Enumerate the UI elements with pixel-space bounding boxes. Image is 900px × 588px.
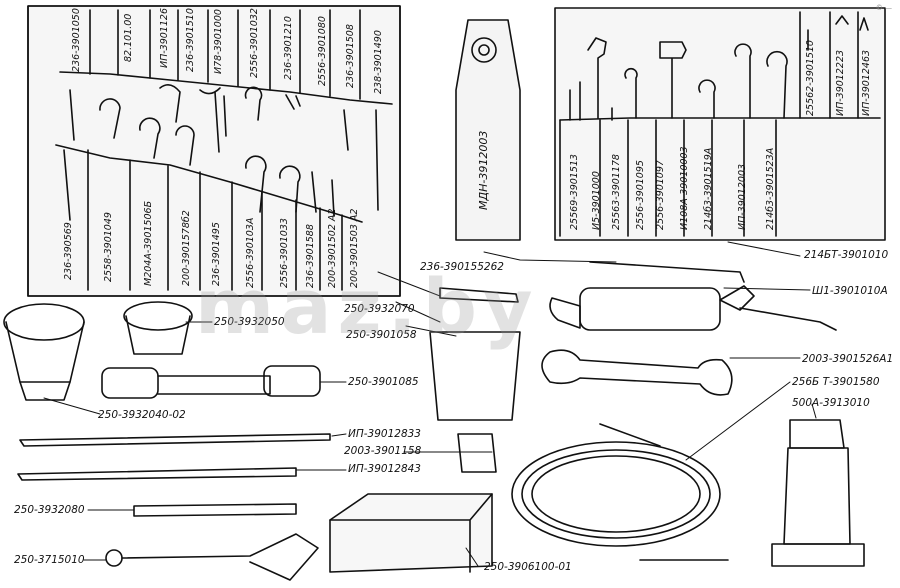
callout-label: 250-3906100-01 [484, 561, 572, 573]
tire-levers [17, 433, 331, 481]
right-kit-bottom-label: И5-3901000 [591, 171, 602, 230]
left-kit-top-label: ИП-3901126 [159, 8, 170, 68]
hydraulic-jack [771, 419, 865, 567]
callout-label: 250-3901085 [348, 376, 419, 388]
funnel-tool [105, 533, 319, 581]
right-tool-roll [554, 7, 886, 241]
oil-cup-small [123, 301, 193, 355]
pump-hose-small [133, 503, 297, 517]
socket-wrench-tube [429, 287, 521, 421]
watermark: maz.by [195, 262, 539, 351]
callout-label: 250-3932080 [14, 504, 85, 516]
callout-label: 256Б Т-3901580 [792, 376, 880, 388]
left-kit-top-label: 236-3901510 [185, 8, 196, 72]
hex-socket [457, 433, 497, 473]
left-kit-bottom-label: 236-390569 [63, 222, 74, 280]
right-kit-bottom-label: 25569-3901513 [569, 154, 580, 230]
left-kit-bottom-label: 200-3901578б2 [181, 210, 192, 286]
left-tool-roll [27, 5, 401, 297]
left-kit-top-label: 2556-3901080 [317, 16, 328, 86]
callout-label: 214БТ-3901010 [804, 249, 889, 261]
right-kit-bottom-label: 25563-3901178 [611, 154, 622, 230]
right-kit-bottom-label: 214б3-3901523А [765, 147, 776, 230]
left-kit-top-label: 2556-3901032 [249, 8, 260, 78]
corner-mark: © — [875, 4, 892, 12]
callout-label: ИП-39012843 [348, 463, 421, 475]
wheel-wrench [101, 365, 321, 399]
left-kit-top-label: 238-3901490 [373, 30, 384, 94]
callout-label: Ш1-3901010А [812, 285, 888, 297]
center-handle-label: МДН-3912003 [477, 130, 490, 210]
left-kit-top-label: 236-3901210 [283, 16, 294, 80]
callout-label: 500А-3913010 [792, 397, 870, 409]
tool-box [329, 493, 493, 573]
callout-label: 250-3901058 [346, 329, 417, 341]
left-kit-top-label: 236-3901050 [71, 8, 82, 72]
oil-cup-large [3, 303, 85, 401]
left-kit-top-label: 236-3901508 [345, 24, 356, 88]
center-handle [455, 19, 521, 241]
callout-label: 250-3715010 [14, 554, 85, 566]
callout-label: 2003-3901526А1 [802, 353, 894, 365]
left-kit-top-label: И78-3901000 [213, 9, 224, 74]
callout-label: 250-3932040-02 [98, 409, 186, 421]
callout-label: 250-3932050 [214, 316, 285, 328]
right-kit-top-label: ИП-39012223 [835, 49, 846, 116]
callout-label: 2003-3901158 [344, 445, 422, 457]
callout-label: 250-3932070 [344, 303, 415, 315]
left-kit-bottom-label: М204А-3901506Б [143, 200, 154, 286]
hose-coil [511, 423, 729, 561]
left-kit-top-label: 82.101.00 [123, 13, 134, 62]
right-kit-bottom-label: ИП-39012003 [737, 163, 748, 230]
right-kit-bottom-label: 2556-3901095 [635, 160, 646, 230]
callout-label: 236-390155262 [420, 261, 504, 273]
right-kit-bottom-label: 214б3-3901519А [703, 147, 714, 230]
grease-gun [549, 261, 837, 331]
right-kit-top-label: 25562-3901510 [805, 40, 816, 116]
leader-lines [43, 241, 817, 567]
right-kit-bottom-label: И108А-39010003 [679, 146, 690, 230]
callout-label: ИП-39012833 [348, 428, 421, 440]
right-kit-bottom-label: 2556-3901097 [655, 160, 666, 230]
right-kit-top-label: ИП-39012463 [861, 49, 872, 116]
double-wrench [541, 349, 733, 396]
left-kit-bottom-label: 2558-3901049 [103, 212, 114, 282]
